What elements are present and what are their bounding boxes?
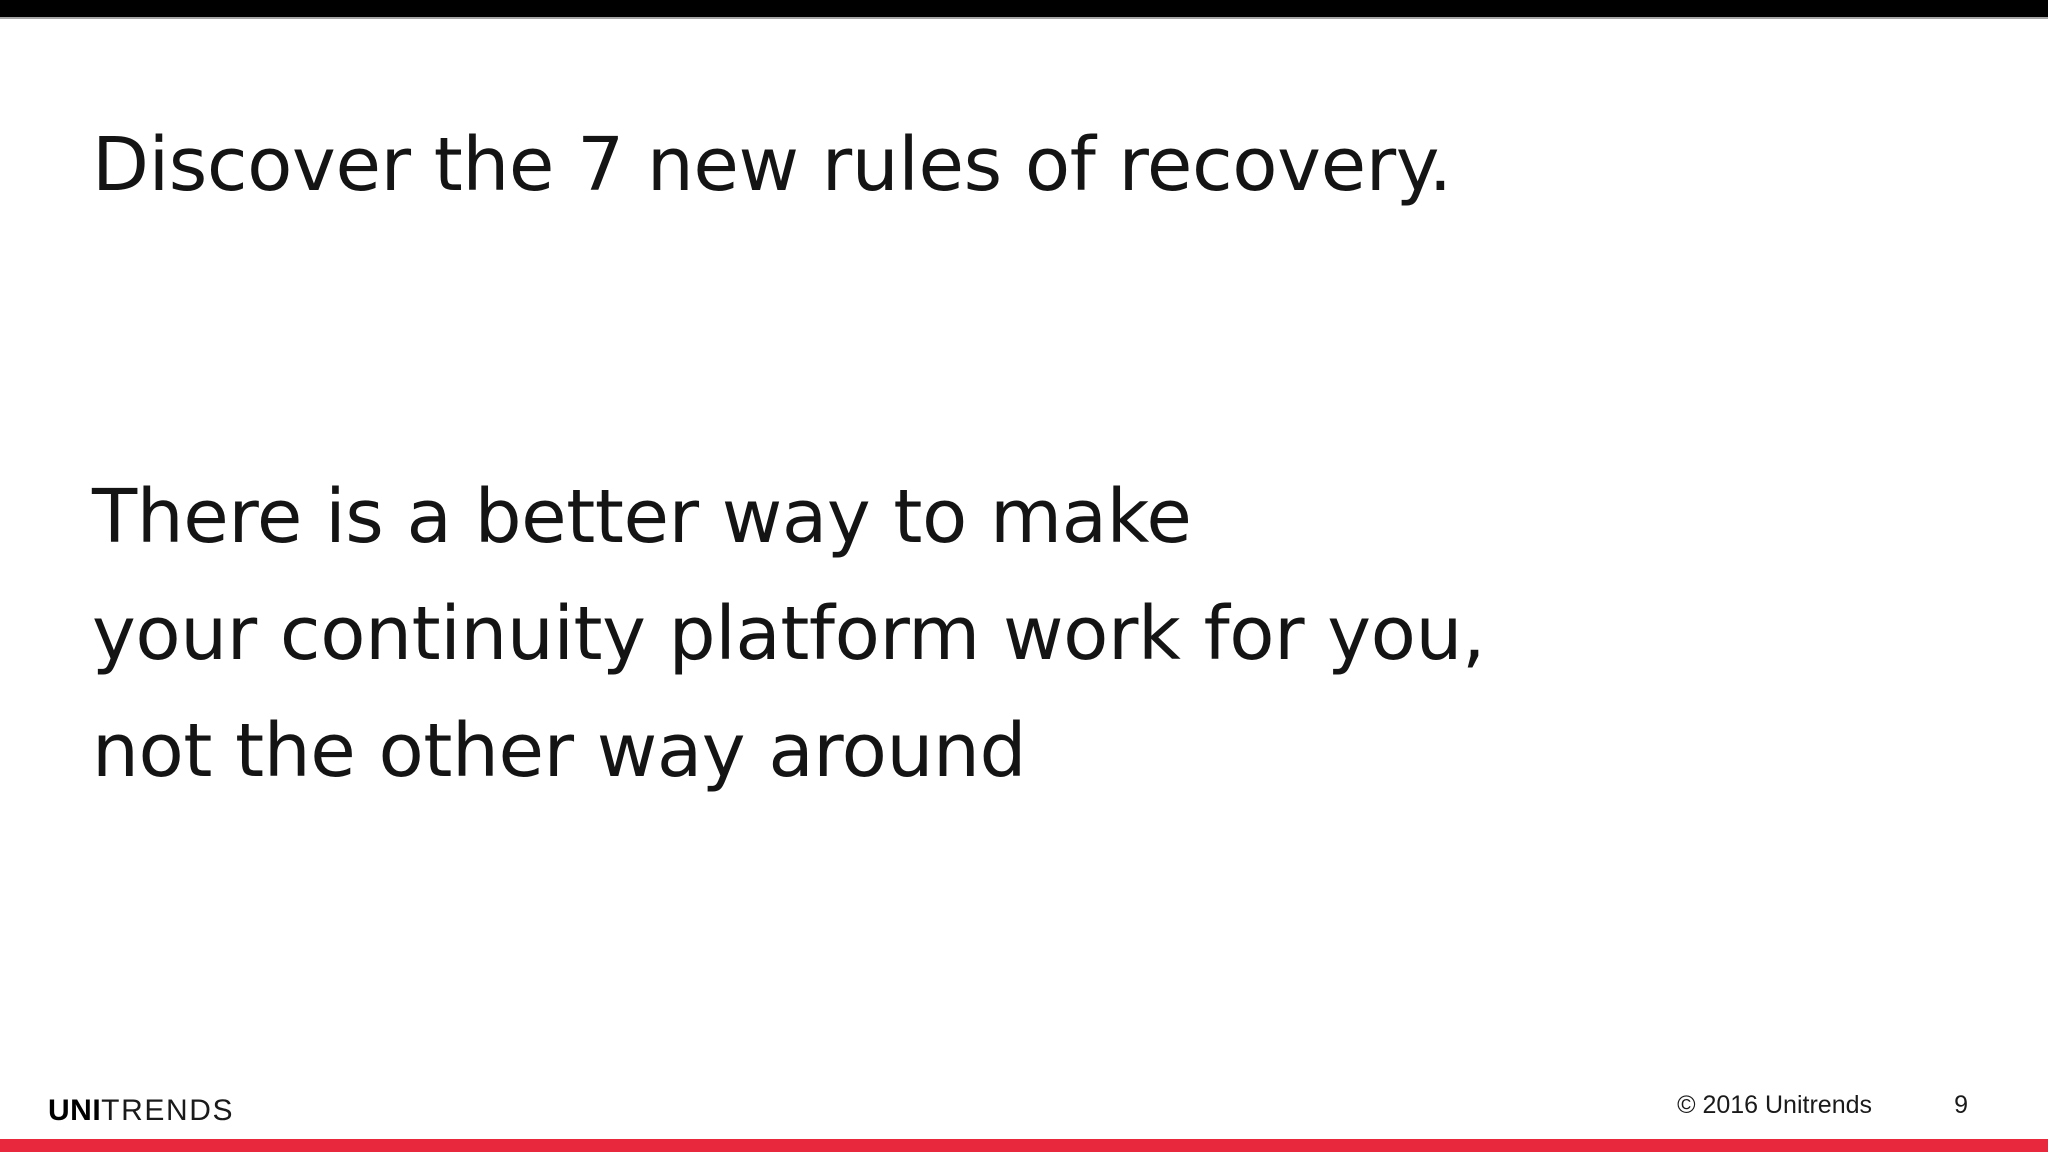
top-black-bar [0,0,2048,17]
slide-headline: Discover the 7 new rules of recovery. [92,122,1452,208]
copyright-text: © 2016 Unitrends [1677,1091,1872,1119]
page-number: 9 [1954,1091,1968,1119]
logo-text-light: TRENDS [101,1094,235,1127]
bottom-red-bar [0,1139,2048,1152]
body-line-2: your continuity platform work for you, [92,590,1486,677]
body-line-3: not the other way around [92,707,1027,794]
body-line-1: There is a better way to make [92,474,1192,560]
logo-text-bold: UNI [48,1094,102,1127]
slide-content: Discover the 7 new rules of recovery. Th… [0,19,2048,1079]
slide-body: There is a better way to make your conti… [92,459,1952,810]
top-bar-hairline [0,17,2048,19]
